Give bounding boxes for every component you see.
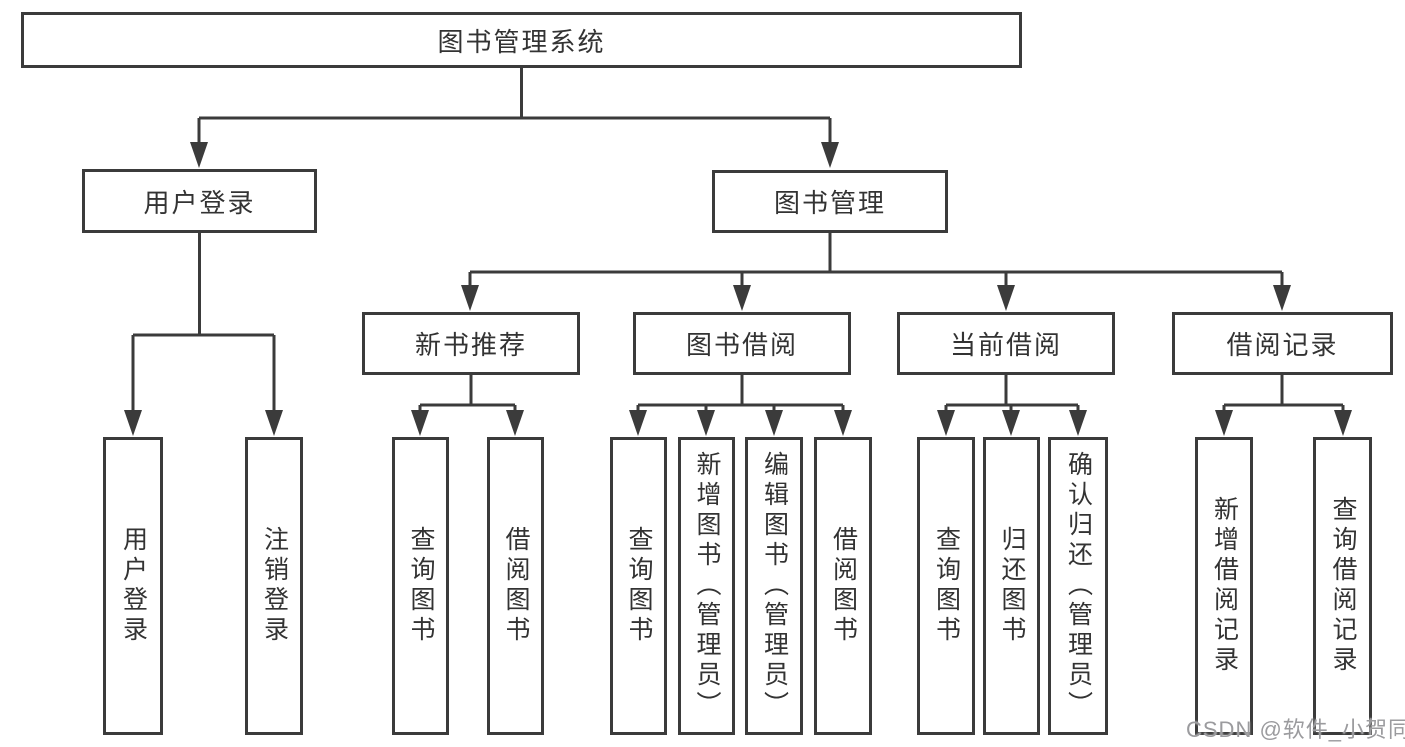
arrowhead-down	[937, 410, 955, 436]
leaf-confirm-return-admin: 确认归还（管理员）	[1048, 437, 1108, 735]
leaf-borrow-books-2: 借阅图书	[814, 437, 872, 735]
arrowhead-down	[411, 410, 429, 436]
node-book-management: 图书管理	[712, 170, 948, 233]
arrowhead-down	[461, 285, 479, 311]
leaf-query-books-1: 查询图书	[392, 437, 449, 735]
arrowhead-down	[190, 142, 208, 168]
node-new-book-recommend: 新书推荐	[362, 312, 580, 375]
node-borrowing-records: 借阅记录	[1172, 312, 1393, 375]
leaf-query-borrow-record: 查询借阅记录	[1313, 437, 1372, 735]
node-user-login: 用户登录	[82, 169, 317, 233]
leaf-return-books: 归还图书	[983, 437, 1040, 735]
node-current-borrowing: 当前借阅	[897, 312, 1115, 375]
connector-current-borrowing-children	[944, 375, 1080, 412]
arrowhead-down	[697, 410, 715, 436]
connector-book-mgmt-children	[468, 233, 1284, 287]
arrowhead-down	[1215, 410, 1233, 436]
arrowhead-down	[265, 410, 283, 436]
connector-new-book-rec-children	[418, 375, 517, 412]
leaf-add-borrow-record: 新增借阅记录	[1195, 437, 1253, 735]
connector-book-borrowing-children	[636, 375, 845, 412]
arrowhead-down	[765, 410, 783, 436]
leaf-edit-books-admin: 编辑图书（管理员）	[745, 437, 803, 735]
connector-borrowing-records-children	[1222, 375, 1345, 412]
watermark: CSDN @软件_小贺同学	[1186, 717, 1405, 742]
leaf-user-login: 用户登录	[103, 437, 163, 735]
arrowhead-down	[1069, 410, 1087, 436]
node-root: 图书管理系统	[21, 12, 1022, 68]
arrowhead-down	[834, 410, 852, 436]
leaf-query-books-2: 查询图书	[610, 437, 667, 735]
arrowhead-down	[124, 410, 142, 436]
leaf-logout: 注销登录	[245, 437, 303, 735]
arrowhead-down	[506, 410, 524, 436]
leaf-add-books-admin: 新增图书（管理员）	[678, 437, 735, 735]
connector-user-login-children	[131, 233, 276, 412]
arrowhead-down	[733, 285, 751, 311]
arrowhead-down	[821, 142, 839, 168]
arrowhead-down	[1334, 410, 1352, 436]
arrowhead-down	[1002, 410, 1020, 436]
connector-root-to-level2	[197, 68, 832, 144]
arrowhead-down	[997, 285, 1015, 311]
arrowhead-down	[1273, 285, 1291, 311]
arrowhead-down	[629, 410, 647, 436]
leaf-query-books-3: 查询图书	[917, 437, 975, 735]
leaf-borrow-books-1: 借阅图书	[487, 437, 544, 735]
node-book-borrowing: 图书借阅	[633, 312, 851, 375]
